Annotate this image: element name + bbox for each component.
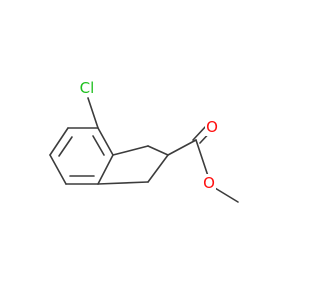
bond-c3a-c4	[97, 127, 114, 156]
bond-carbonyl-o-ester	[195, 139, 209, 177]
chlorine-atom-label: Cl	[80, 79, 95, 97]
bond-c2-carbonyl	[167, 139, 197, 156]
bond-c7a-c3a	[97, 154, 114, 185]
ester-oxygen-label-bg	[202, 174, 216, 192]
bond-c3-c7a	[97, 181, 149, 185]
ester-oxygen-atom-label: O	[203, 174, 215, 192]
bond-c1-c2	[147, 145, 169, 156]
carbonyl-oxygen-label-bg	[205, 118, 219, 136]
molecule-drawing: Cl O O	[49, 79, 239, 203]
bond-c5-c6	[49, 127, 69, 156]
bond-c4-cl	[87, 97, 99, 129]
bond-c6-c7	[49, 154, 67, 185]
atom-labels: Cl O O	[75, 79, 219, 192]
bond-c3a-c1	[112, 145, 149, 156]
carbonyl-oxygen-atom-label: O	[206, 118, 218, 136]
structure-canvas: Cl O O	[49, 79, 239, 203]
bond-c3a-c4-inner	[92, 135, 105, 156]
bond-carbonyl-o-double-a	[192, 124, 208, 141]
bond-c2-c3	[147, 154, 169, 183]
bond-c5-c6-inner	[58, 136, 73, 157]
chlorine-label-bg	[75, 79, 99, 97]
